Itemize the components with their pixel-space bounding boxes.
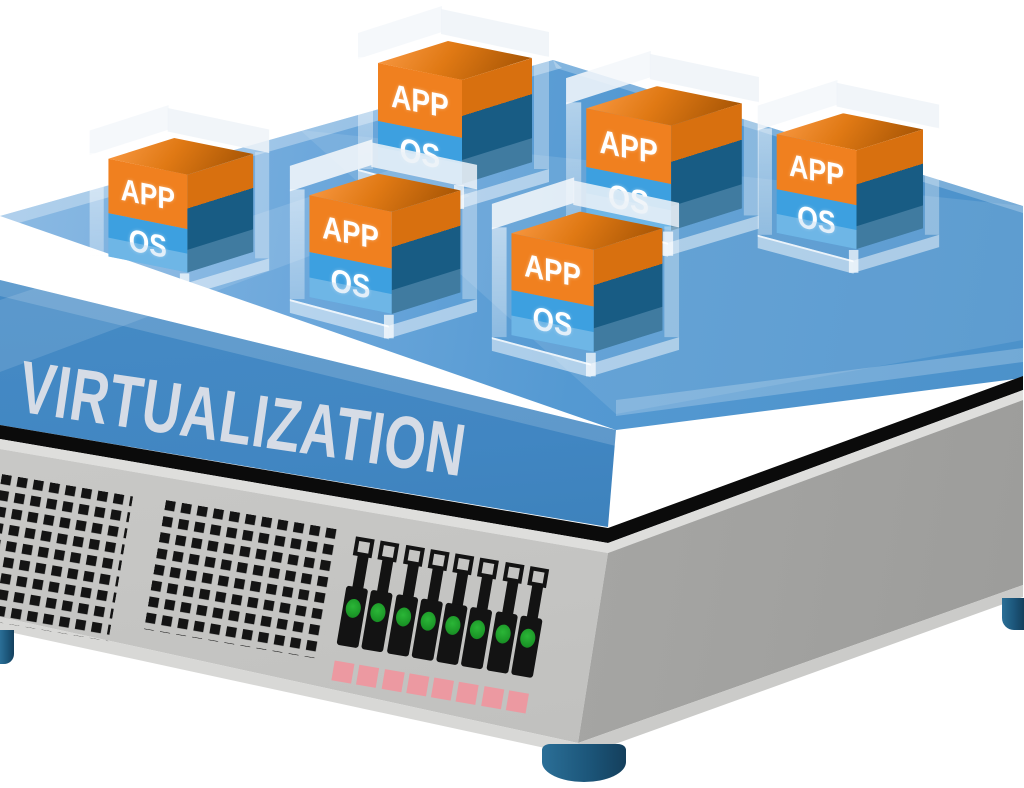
tray-corner-post: [179, 273, 190, 296]
tray-corner-post: [585, 352, 596, 377]
cube-right-face: [856, 129, 923, 250]
bay-neck: [402, 562, 419, 599]
bay-neck: [526, 583, 544, 621]
cube-front-face: APP OS: [108, 158, 188, 273]
cube-right-face: [187, 154, 254, 273]
cube-front-face: APP OS: [776, 134, 857, 249]
status-led-icon: [518, 627, 537, 649]
tray-left-wall: [289, 189, 305, 300]
indicator-square: [356, 664, 380, 688]
status-led-icon: [394, 606, 413, 628]
bay-neck: [352, 553, 369, 591]
tray-left-wall: [89, 153, 104, 259]
indicator-square: [456, 681, 480, 705]
vent-grid-icon: [0, 474, 134, 642]
vm-box: APP OS: [84, 105, 283, 341]
cube-right-face: [391, 190, 461, 314]
tray-right-wall: [664, 226, 680, 338]
status-led-icon: [468, 619, 487, 641]
bay-neck: [476, 575, 494, 612]
tray-corner-post: [848, 250, 859, 273]
server-foot: [542, 744, 626, 782]
bay-neck: [426, 566, 444, 604]
app-label: APP: [599, 121, 658, 171]
vm-box: APP OS: [752, 79, 953, 318]
tray-left-wall: [757, 128, 772, 235]
vm-box: APP OS: [284, 139, 492, 385]
vent-grid-icon: [143, 500, 343, 660]
app-label: APP: [120, 171, 176, 217]
tray-right-wall: [534, 56, 549, 169]
tray-left-wall: [491, 227, 507, 338]
app-label: APP: [789, 146, 844, 193]
tray-right-wall: [255, 152, 270, 259]
bay-neck: [501, 579, 519, 616]
server-foot: [1002, 598, 1024, 630]
bay-neck: [451, 570, 469, 608]
indicator-square: [480, 686, 505, 710]
indicator-square: [331, 660, 355, 684]
tray-right-wall: [462, 188, 478, 300]
bay-neck: [377, 558, 394, 595]
app-label: APP: [322, 208, 379, 256]
status-led-icon: [369, 602, 388, 624]
status-led-icon: [444, 614, 463, 637]
status-led-icon: [419, 610, 438, 632]
indicator-square: [431, 677, 455, 701]
indicator-square: [381, 669, 405, 693]
tray-corner-post: [383, 314, 394, 339]
tray-right-wall: [743, 101, 759, 216]
status-led-icon: [493, 623, 512, 645]
server-foot: [0, 630, 14, 664]
app-label: APP: [524, 246, 581, 294]
vm-box: APP OS: [486, 177, 694, 423]
cube-front-face: APP OS: [511, 233, 594, 352]
indicator-square: [406, 673, 430, 697]
cube-front-face: APP OS: [309, 195, 392, 314]
cube-right-face: [593, 228, 663, 352]
status-led-icon: [344, 597, 363, 620]
tray-right-wall: [924, 127, 940, 235]
tray-corner-post: [663, 231, 674, 256]
app-label: APP: [391, 76, 449, 125]
indicator-square: [505, 690, 530, 714]
vm-box: APP OS: [352, 6, 564, 257]
